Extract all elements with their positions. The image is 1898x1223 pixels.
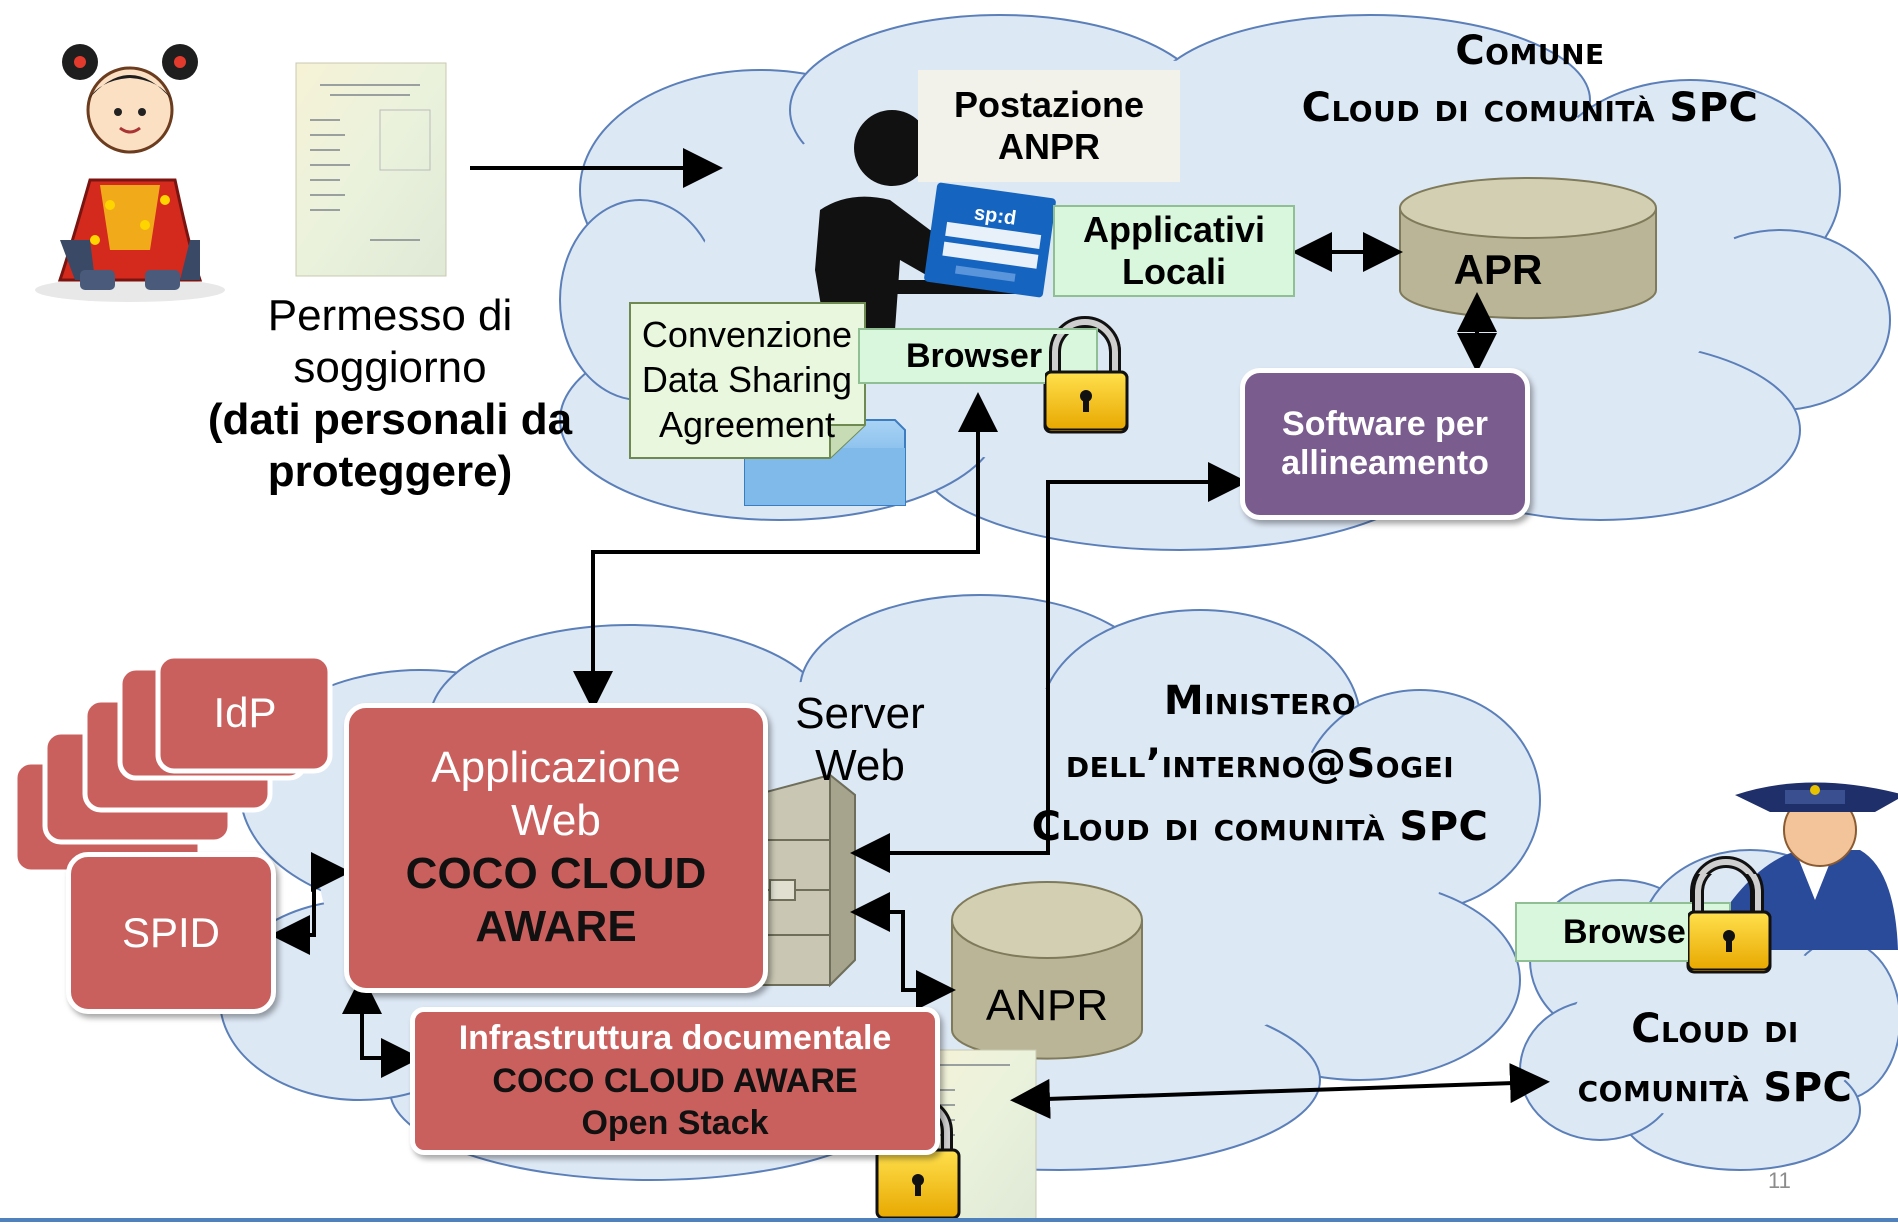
convenzione-line1: Convenzione xyxy=(641,314,853,355)
server-web-label: Server Web xyxy=(760,688,960,792)
spid-idp-stack xyxy=(12,653,333,875)
postazione-line2: ANPR xyxy=(997,126,1100,167)
comune-line1: Comune xyxy=(1455,28,1605,74)
applicazione-web-box: Applicazione Web COCO CLOUD AWARE xyxy=(344,703,768,993)
permesso-line1: Permesso di xyxy=(267,291,513,340)
ministero-title: Ministero dell’interno@Sogei Cloud di co… xyxy=(1000,678,1520,852)
app-web-line1: Applicazione xyxy=(431,743,681,793)
software-allineamento-box: Software per allineamento xyxy=(1240,368,1530,520)
server-cabinet-icon xyxy=(754,772,856,988)
infra-line2: COCO CLOUD AWARE xyxy=(492,1061,858,1100)
browser-right-label: Browser xyxy=(1563,912,1700,951)
ministero-line3: Cloud di comunità SPC xyxy=(1031,804,1489,851)
server-line1: Server xyxy=(795,689,925,738)
permesso-line4: proteggere) xyxy=(267,446,513,496)
infra-line1: Infrastruttura documentale xyxy=(458,1019,892,1058)
applicativi-line1: Applicativi xyxy=(1082,209,1266,250)
software-line2: allineamento xyxy=(1281,444,1489,482)
postazione-anpr-label: Postazione ANPR xyxy=(918,70,1180,182)
convenzione-line3: Agreement xyxy=(658,404,836,445)
database-icon xyxy=(951,881,1143,1060)
document-icon xyxy=(295,62,447,277)
convenzione-line2: Data Sharing xyxy=(641,359,853,400)
app-web-line3: COCO CLOUD xyxy=(405,849,707,898)
permesso-line3: (dati personali da xyxy=(207,394,573,444)
permesso-caption: Permesso di soggiorno (dati personali da… xyxy=(180,290,600,498)
lock-icon xyxy=(1045,334,1129,430)
postazione-line1: Postazione xyxy=(953,84,1145,125)
applicativi-locali-box: Applicativi Locali xyxy=(1053,205,1295,297)
spc-small-line1: Cloud di xyxy=(1631,1006,1799,1052)
app-web-line4: AWARE xyxy=(475,901,637,951)
infrastruttura-box: Infrastruttura documentale COCO CLOUD AW… xyxy=(410,1007,940,1155)
software-line1: Software per xyxy=(1282,405,1488,443)
applicativi-line2: Locali xyxy=(1121,251,1227,292)
spc-cloud-small-title: Cloud di comunità SPC xyxy=(1555,1006,1875,1112)
connectors xyxy=(270,148,1550,1119)
server-line2: Web xyxy=(815,740,905,790)
girl-icon xyxy=(35,44,225,302)
page-number: 11 xyxy=(1768,1168,1791,1193)
spc-small-line2: comunità SPC xyxy=(1577,1065,1853,1112)
convenzione-label: Convenzione Data Sharing Agreement xyxy=(632,312,862,447)
ministero-line1: Ministero xyxy=(1163,678,1357,724)
ministero-line2: dell’interno@Sogei xyxy=(1065,741,1455,788)
spid-box: SPID xyxy=(66,852,276,1014)
spid-label: SPID xyxy=(121,909,221,956)
comune-title: Comune Cloud di comunità SPC xyxy=(1240,28,1820,132)
permesso-line2: soggiorno xyxy=(293,342,487,392)
app-web-line2: Web xyxy=(511,796,601,846)
browser-top-label: Browser xyxy=(906,336,1043,375)
anpr-db-label: ANPR xyxy=(985,981,1109,1030)
lock-icon xyxy=(1688,874,1772,970)
database-icon xyxy=(1399,177,1657,320)
apr-label: APR xyxy=(1453,246,1543,293)
idp-label: IdP xyxy=(213,689,277,736)
infra-line3: Open Stack xyxy=(581,1104,769,1143)
comune-line2: Cloud di comunità SPC xyxy=(1301,85,1759,132)
spid-card-icon xyxy=(924,182,1056,298)
